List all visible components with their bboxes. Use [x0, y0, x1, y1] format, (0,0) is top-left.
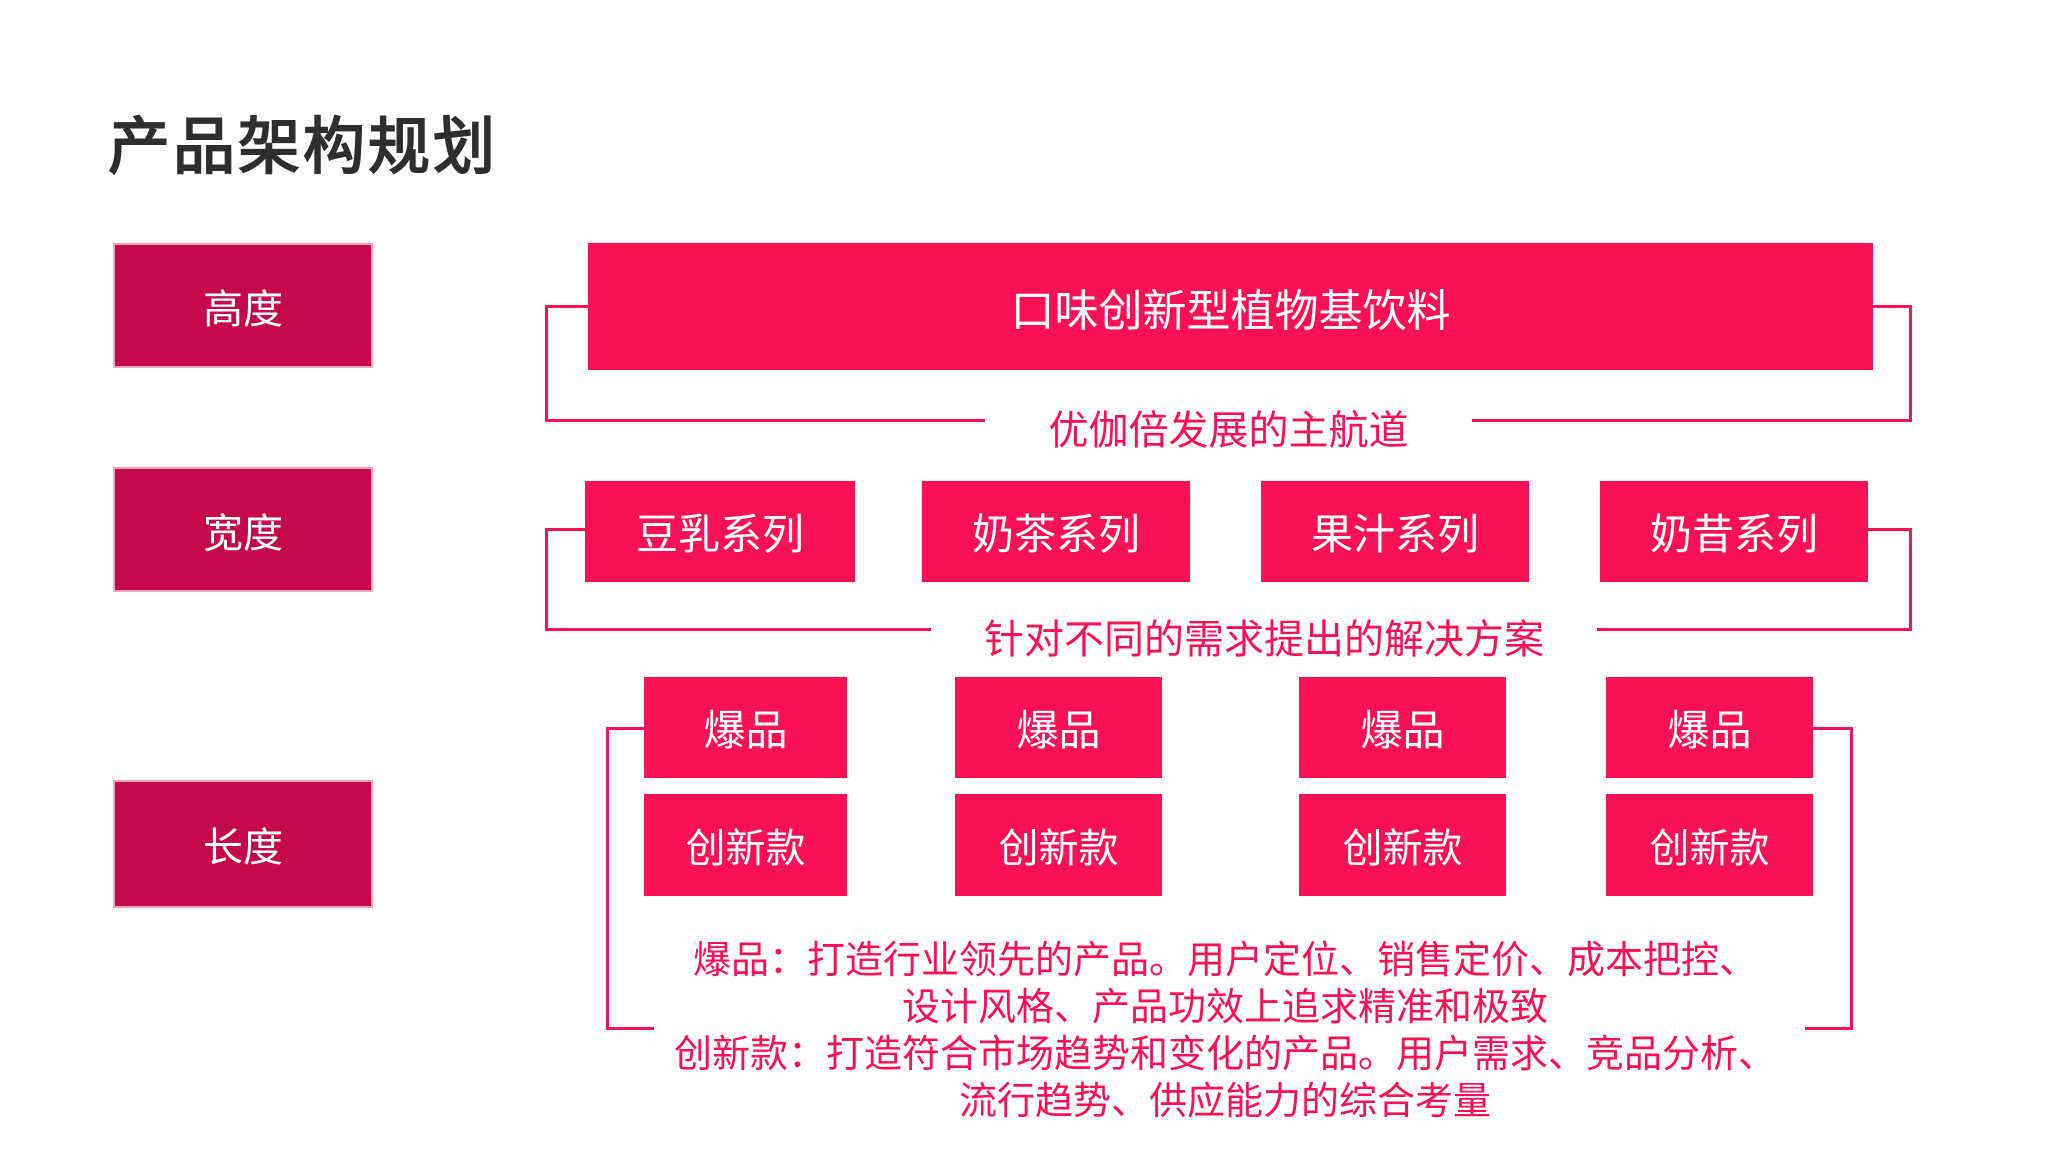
hot-product-box-4: 爆品 [1606, 677, 1813, 778]
hot-product-box-3: 爆品 [1299, 677, 1506, 778]
bracket3-left-stub [606, 727, 647, 730]
bracket3-right-vertical [1850, 727, 1853, 1030]
hot-product-box-1: 爆品 [644, 677, 847, 778]
series-box-milktea: 奶茶系列 [922, 481, 1190, 582]
bracket2-left-stub [545, 528, 585, 531]
tier-description-line-3: 创新款：打造符合市场趋势和变化的产品。用户需求、竞品分析、 [673, 1034, 1776, 1076]
dimension-box-height: 高度 [113, 243, 373, 368]
innovation-box-4: 创新款 [1606, 794, 1813, 896]
innovation-box-2: 创新款 [955, 794, 1162, 896]
top-caption: 优伽倍发展的主航道 [1048, 409, 1409, 453]
bracket3-left-vertical [606, 727, 609, 1030]
dimension-box-length: 长度 [113, 780, 373, 908]
page-title: 产品架构规划 [108, 113, 499, 182]
bracket2-right-horizontal [1597, 628, 1911, 631]
bracket2-left-horizontal [545, 628, 931, 631]
bracket2-left-vertical [545, 528, 548, 631]
series-box-milkshake: 奶昔系列 [1600, 481, 1868, 582]
bracket1-left-stub [545, 305, 591, 308]
tier-description: 爆品：打造行业领先的产品。用户定位、销售定价、成本把控、 设计风格、产品功效上追… [560, 938, 1890, 1126]
bracket3-left-foot [606, 1027, 654, 1030]
top-product-box: 口味创新型植物基饮料 [588, 243, 1873, 370]
tier-description-line-1: 爆品：打造行业领先的产品。用户定位、销售定价、成本把控、 [692, 940, 1757, 982]
bracket1-left-vertical [545, 305, 548, 422]
dimension-box-width: 宽度 [113, 467, 373, 592]
series-caption: 针对不同的需求提出的解决方案 [984, 618, 1544, 662]
bracket2-right-vertical [1909, 528, 1912, 631]
innovation-box-1: 创新款 [644, 794, 847, 896]
bracket1-right-vertical [1909, 305, 1912, 422]
tier-description-line-4: 流行趋势、供应能力的综合考量 [958, 1081, 1491, 1123]
bracket3-right-foot [1805, 1027, 1853, 1030]
innovation-box-3: 创新款 [1299, 794, 1506, 896]
series-box-juice: 果汁系列 [1261, 481, 1529, 582]
bracket2-right-stub [1868, 528, 1912, 531]
tier-description-line-2: 设计风格、产品功效上追求精准和极致 [901, 987, 1548, 1029]
bracket1-right-horizontal [1472, 419, 1912, 422]
bracket1-left-horizontal [545, 419, 985, 422]
bracket3-right-stub [1813, 727, 1853, 730]
hot-product-box-2: 爆品 [955, 677, 1162, 778]
series-box-soymilk: 豆乳系列 [585, 481, 855, 582]
bracket1-right-stub [1873, 305, 1912, 308]
